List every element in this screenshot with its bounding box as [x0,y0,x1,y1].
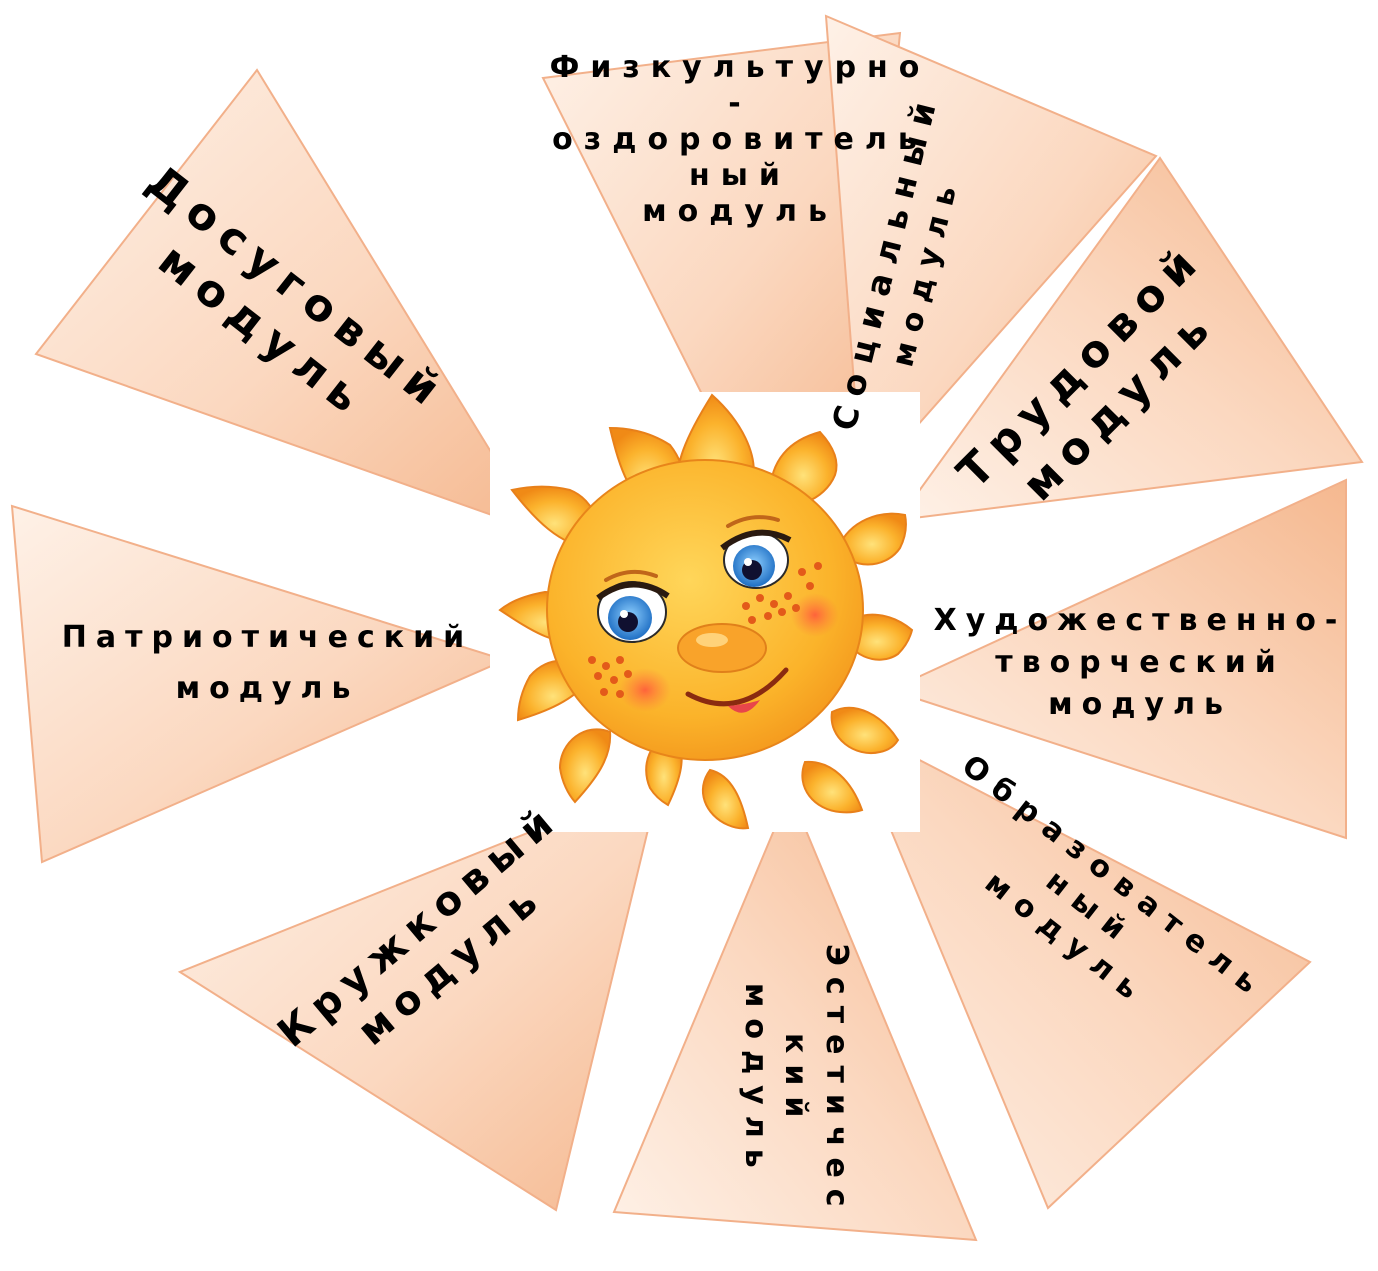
label-line: - [530,86,950,122]
label-line: Патриотический [25,612,510,663]
label-line: оздоровитель [530,122,950,158]
sun-nose [678,624,766,672]
label-patrioticheskii: Патриотический модуль [25,612,510,714]
label-line: кий [775,891,816,1271]
right-eye [722,532,790,588]
label-line: Художественно- [905,600,1375,642]
label-line: модуль [734,891,775,1271]
label-line: творческий [905,642,1375,684]
label-line: Физкультурно [530,50,950,86]
label-line: модуль [25,663,510,714]
left-eye [598,582,668,642]
label-line: модуль [905,684,1375,726]
label-line: Эстетичес [815,891,856,1271]
right-cheek [791,593,839,637]
label-hudozhestvenno: Художественно- творческий модуль [905,600,1375,726]
label-esteticheskii: Эстетичес кий модуль [734,891,856,1271]
